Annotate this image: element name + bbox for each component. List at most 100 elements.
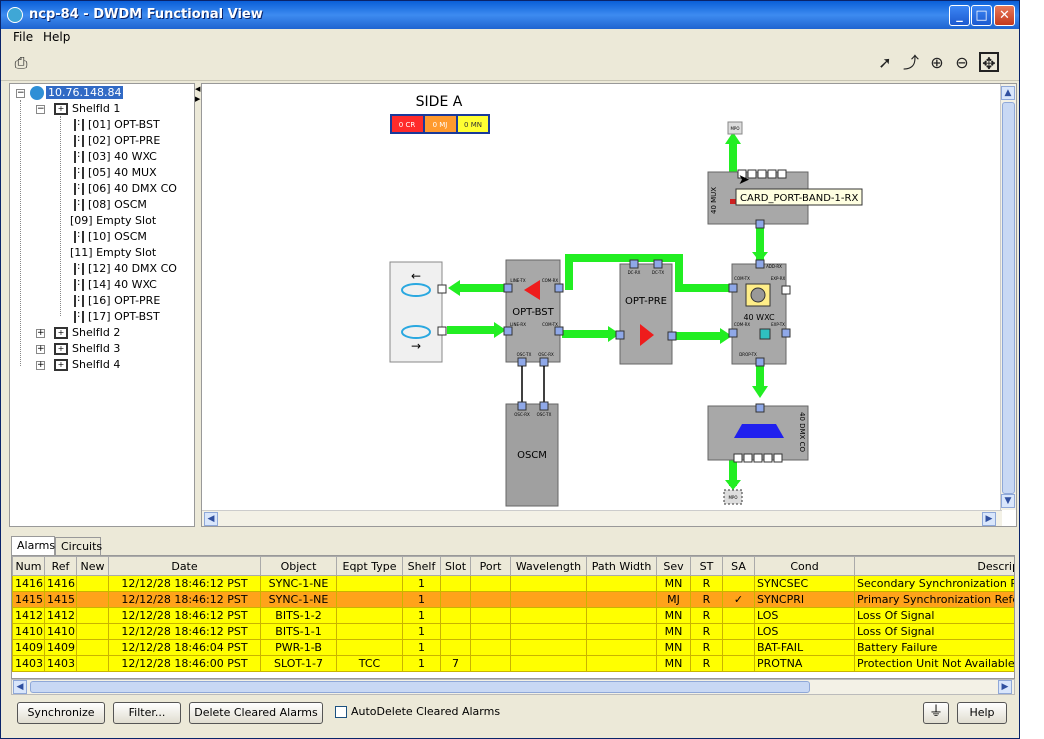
port[interactable]: [755, 403, 765, 413]
port[interactable]: [667, 331, 677, 341]
port[interactable]: [539, 401, 549, 411]
scroll-left-icon[interactable]: ◀: [13, 680, 27, 694]
tree-card[interactable]: [17] OPT-BST: [74, 308, 160, 324]
port[interactable]: [517, 401, 527, 411]
column-header[interactable]: Ref: [44, 556, 77, 576]
column-header[interactable]: Port: [470, 556, 511, 576]
tree-card[interactable]: [02] OPT-PRE: [74, 132, 160, 148]
port[interactable]: [733, 453, 743, 463]
tree-card[interactable]: [03] 40 WXC: [74, 148, 157, 164]
delete-cleared-alarms-button[interactable]: Delete Cleared Alarms: [189, 702, 323, 724]
scroll-down-icon[interactable]: ▼: [1001, 494, 1015, 508]
scroll-thumb[interactable]: [1002, 102, 1015, 494]
filter-button[interactable]: Filter...: [113, 702, 181, 724]
tree-card[interactable]: [10] OSCM: [74, 228, 147, 244]
port[interactable]: [503, 283, 513, 293]
tab-circuits[interactable]: Circuits: [55, 537, 102, 555]
tree-empty-slot[interactable]: [09] Empty Slot: [70, 214, 156, 228]
pane-splitter[interactable]: ◀ ▶: [195, 83, 201, 527]
column-header[interactable]: Description: [854, 556, 1014, 576]
zoom-out-icon[interactable]: ⊖: [955, 53, 969, 72]
column-header[interactable]: Wavelength: [510, 556, 587, 576]
print-icon[interactable]: ⎙: [14, 53, 28, 72]
tree-root[interactable]: 10.76.148.84: [30, 86, 124, 100]
column-header[interactable]: Cond: [754, 556, 855, 576]
column-header[interactable]: SA: [722, 556, 755, 576]
port[interactable]: [503, 326, 513, 336]
synchronize-button[interactable]: Synchronize: [17, 702, 105, 724]
tree-shelf-4[interactable]: +ShelfId 4: [54, 358, 120, 372]
expand-shelf3-icon[interactable]: +: [36, 344, 45, 354]
collapse-left-icon[interactable]: ◀: [195, 85, 201, 93]
card-40-dmx-co[interactable]: 40 DMX CO: [707, 403, 809, 463]
port[interactable]: [755, 259, 765, 269]
scroll-thumb[interactable]: [30, 681, 810, 693]
minimize-button[interactable]: _: [949, 5, 970, 26]
port[interactable]: [728, 328, 738, 338]
port[interactable]: [539, 357, 549, 367]
column-header[interactable]: Num: [12, 556, 45, 576]
tree-card[interactable]: [14] 40 WXC: [74, 276, 157, 292]
expand-shelf2-icon[interactable]: +: [36, 328, 45, 338]
menu-help[interactable]: Help: [43, 30, 71, 44]
minor-count-box[interactable]: [458, 116, 488, 132]
fiber-spools[interactable]: ← →: [389, 261, 447, 363]
alarm-horizontal-scrollbar[interactable]: ◀ ▶: [11, 679, 1015, 695]
port[interactable]: [781, 328, 791, 338]
column-header[interactable]: Path Width: [586, 556, 657, 576]
tab-alarms[interactable]: Alarms: [11, 536, 55, 556]
tree-card[interactable]: [12] 40 DMX CO: [74, 260, 177, 276]
zoom-in-icon[interactable]: ⊕: [930, 53, 944, 72]
card-opt-bst[interactable]: OPT-BST LINE-TX COM-RX LINE-RX COM-TX OS…: [503, 259, 564, 367]
mpo-connector-bottom[interactable]: MPO: [723, 489, 743, 505]
port[interactable]: [615, 330, 625, 340]
port[interactable]: [728, 283, 738, 293]
port[interactable]: [755, 357, 765, 367]
port[interactable]: [767, 169, 777, 179]
tree-card[interactable]: [08] OSCM: [74, 196, 147, 212]
canvas-horizontal-scrollbar[interactable]: ◀ ▶: [202, 510, 1002, 526]
tree-shelf-2[interactable]: +ShelfId 2: [54, 326, 120, 340]
port[interactable]: [781, 285, 791, 295]
canvas-vertical-scrollbar[interactable]: ▲ ▼: [1000, 84, 1016, 510]
port[interactable]: [753, 453, 763, 463]
port[interactable]: [554, 283, 564, 293]
scroll-left-icon[interactable]: ◀: [204, 512, 218, 526]
scroll-right-icon[interactable]: ▶: [998, 680, 1012, 694]
port[interactable]: [757, 169, 767, 179]
tree-card[interactable]: [01] OPT-BST: [74, 116, 160, 132]
close-button[interactable]: ✕: [994, 5, 1015, 26]
autodelete-checkbox[interactable]: AutoDelete Cleared Alarms: [335, 705, 500, 718]
port[interactable]: [517, 357, 527, 367]
functional-view-canvas[interactable]: SIDE A 0 CR 0 MJ 0 MN: [201, 83, 1017, 527]
column-header[interactable]: Object: [260, 556, 337, 576]
column-header[interactable]: Slot: [440, 556, 471, 576]
port[interactable]: [763, 453, 773, 463]
menu-file[interactable]: File: [13, 30, 34, 44]
fit-to-window-icon[interactable]: ✥: [979, 52, 999, 73]
select-pointer-icon[interactable]: ➚: [878, 53, 892, 72]
column-header[interactable]: New: [76, 556, 109, 576]
checkbox-box[interactable]: [335, 706, 347, 718]
tree-shelf-3[interactable]: +ShelfId 3: [54, 342, 120, 356]
column-header[interactable]: Shelf: [402, 556, 441, 576]
port[interactable]: [737, 169, 747, 179]
tree-card[interactable]: [16] OPT-PRE: [74, 292, 160, 308]
port[interactable]: [755, 219, 765, 229]
column-header[interactable]: ST: [690, 556, 723, 576]
port[interactable]: [777, 169, 787, 179]
port[interactable]: [554, 326, 564, 336]
tree-card[interactable]: [05] 40 MUX: [74, 164, 157, 180]
expand-right-icon[interactable]: ▶: [195, 95, 201, 103]
critical-count-box[interactable]: [392, 116, 423, 132]
route-icon[interactable]: ⤴: [902, 53, 919, 72]
card-opt-pre[interactable]: OPT-PRE DC-RX DC-TX: [615, 259, 677, 365]
collapse-shelf1-icon[interactable]: −: [36, 104, 45, 114]
column-header[interactable]: Eqpt Type: [336, 556, 403, 576]
column-header[interactable]: Date: [108, 556, 261, 576]
